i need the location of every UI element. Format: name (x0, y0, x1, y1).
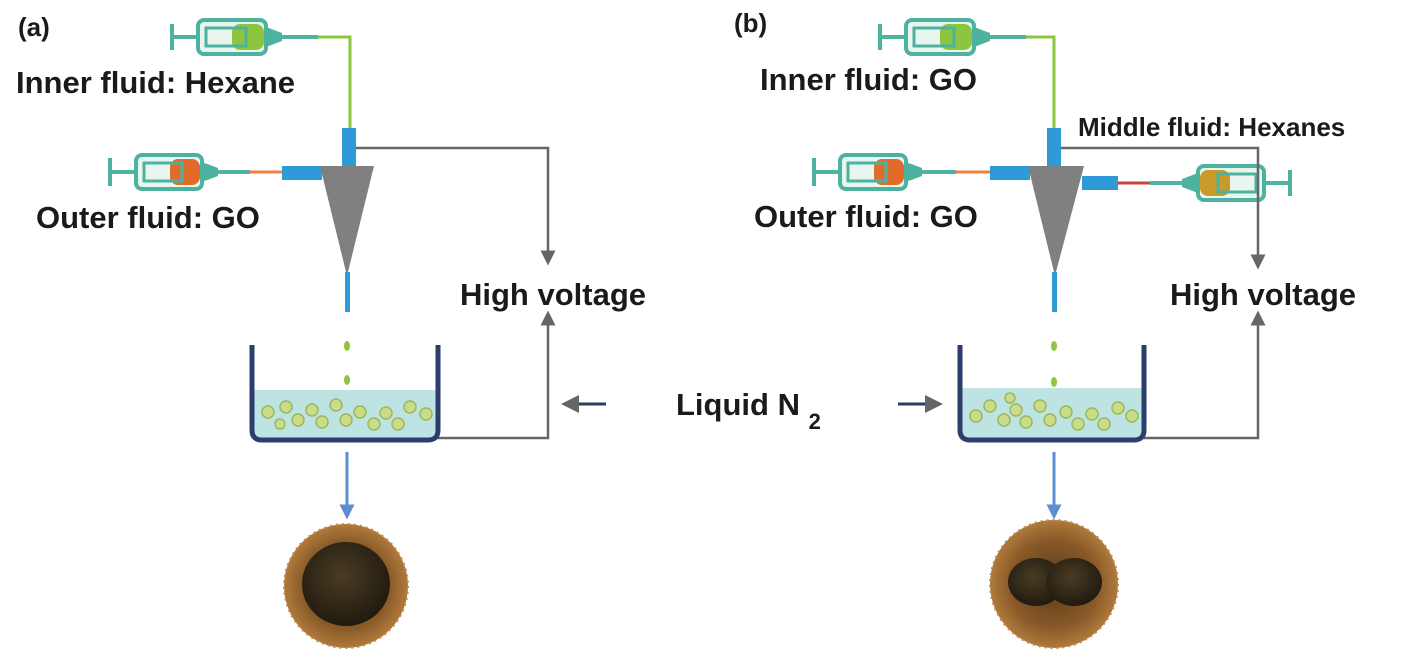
syringe-middle-b (1150, 164, 1292, 202)
liquid-n2-bath-b (957, 345, 1147, 443)
tube-inner-b (1026, 35, 1056, 130)
droplet (1051, 341, 1057, 351)
liquid-n2-text: Liquid N (676, 387, 800, 422)
wire-from-bath-a (432, 310, 556, 440)
panel-b: (b) Inner fluid: GO Middle fluid: Hexane… (734, 8, 1356, 649)
liquid-n2-bath-a (249, 345, 441, 443)
wire-to-hv-a (356, 146, 556, 266)
inner-fluid-label-a: Inner fluid: Hexane (16, 65, 295, 100)
middle-fluid-label-b: Middle fluid: Hexanes (1078, 112, 1345, 142)
triaxial-nozzle-b (990, 128, 1118, 312)
liquid-n2-subscript: 2 (809, 409, 821, 434)
tube-inner-a (318, 35, 352, 130)
hollow-bead-a (283, 523, 409, 649)
droplet (1051, 377, 1057, 387)
janus-core-bead-b (989, 519, 1119, 649)
inner-fluid-label-b: Inner fluid: GO (760, 62, 977, 97)
liquid-n2-center: Liquid N 2 (561, 387, 943, 434)
outer-fluid-label-a: Outer fluid: GO (36, 200, 260, 235)
syringe-outer-a (108, 153, 250, 191)
panel-b-label: (b) (734, 8, 767, 38)
coaxial-nozzle-a (282, 128, 374, 312)
panel-a-label: (a) (18, 12, 50, 42)
syringe-inner-b (878, 18, 1026, 56)
high-voltage-label-b: High voltage (1170, 277, 1356, 312)
panel-a: (a) Inner fluid: Hexane Outer fluid: GO (16, 12, 646, 649)
high-voltage-label-a: High voltage (460, 277, 646, 312)
syringe-inner-a (170, 18, 318, 56)
syringe-outer-b (812, 153, 956, 191)
liquid-n2-label: Liquid N 2 (676, 387, 821, 434)
wire-to-hv-b (1061, 146, 1266, 270)
outer-fluid-label-b: Outer fluid: GO (754, 199, 978, 234)
droplet (344, 341, 350, 351)
wire-from-bath-b (1144, 310, 1266, 440)
droplet (344, 375, 350, 385)
